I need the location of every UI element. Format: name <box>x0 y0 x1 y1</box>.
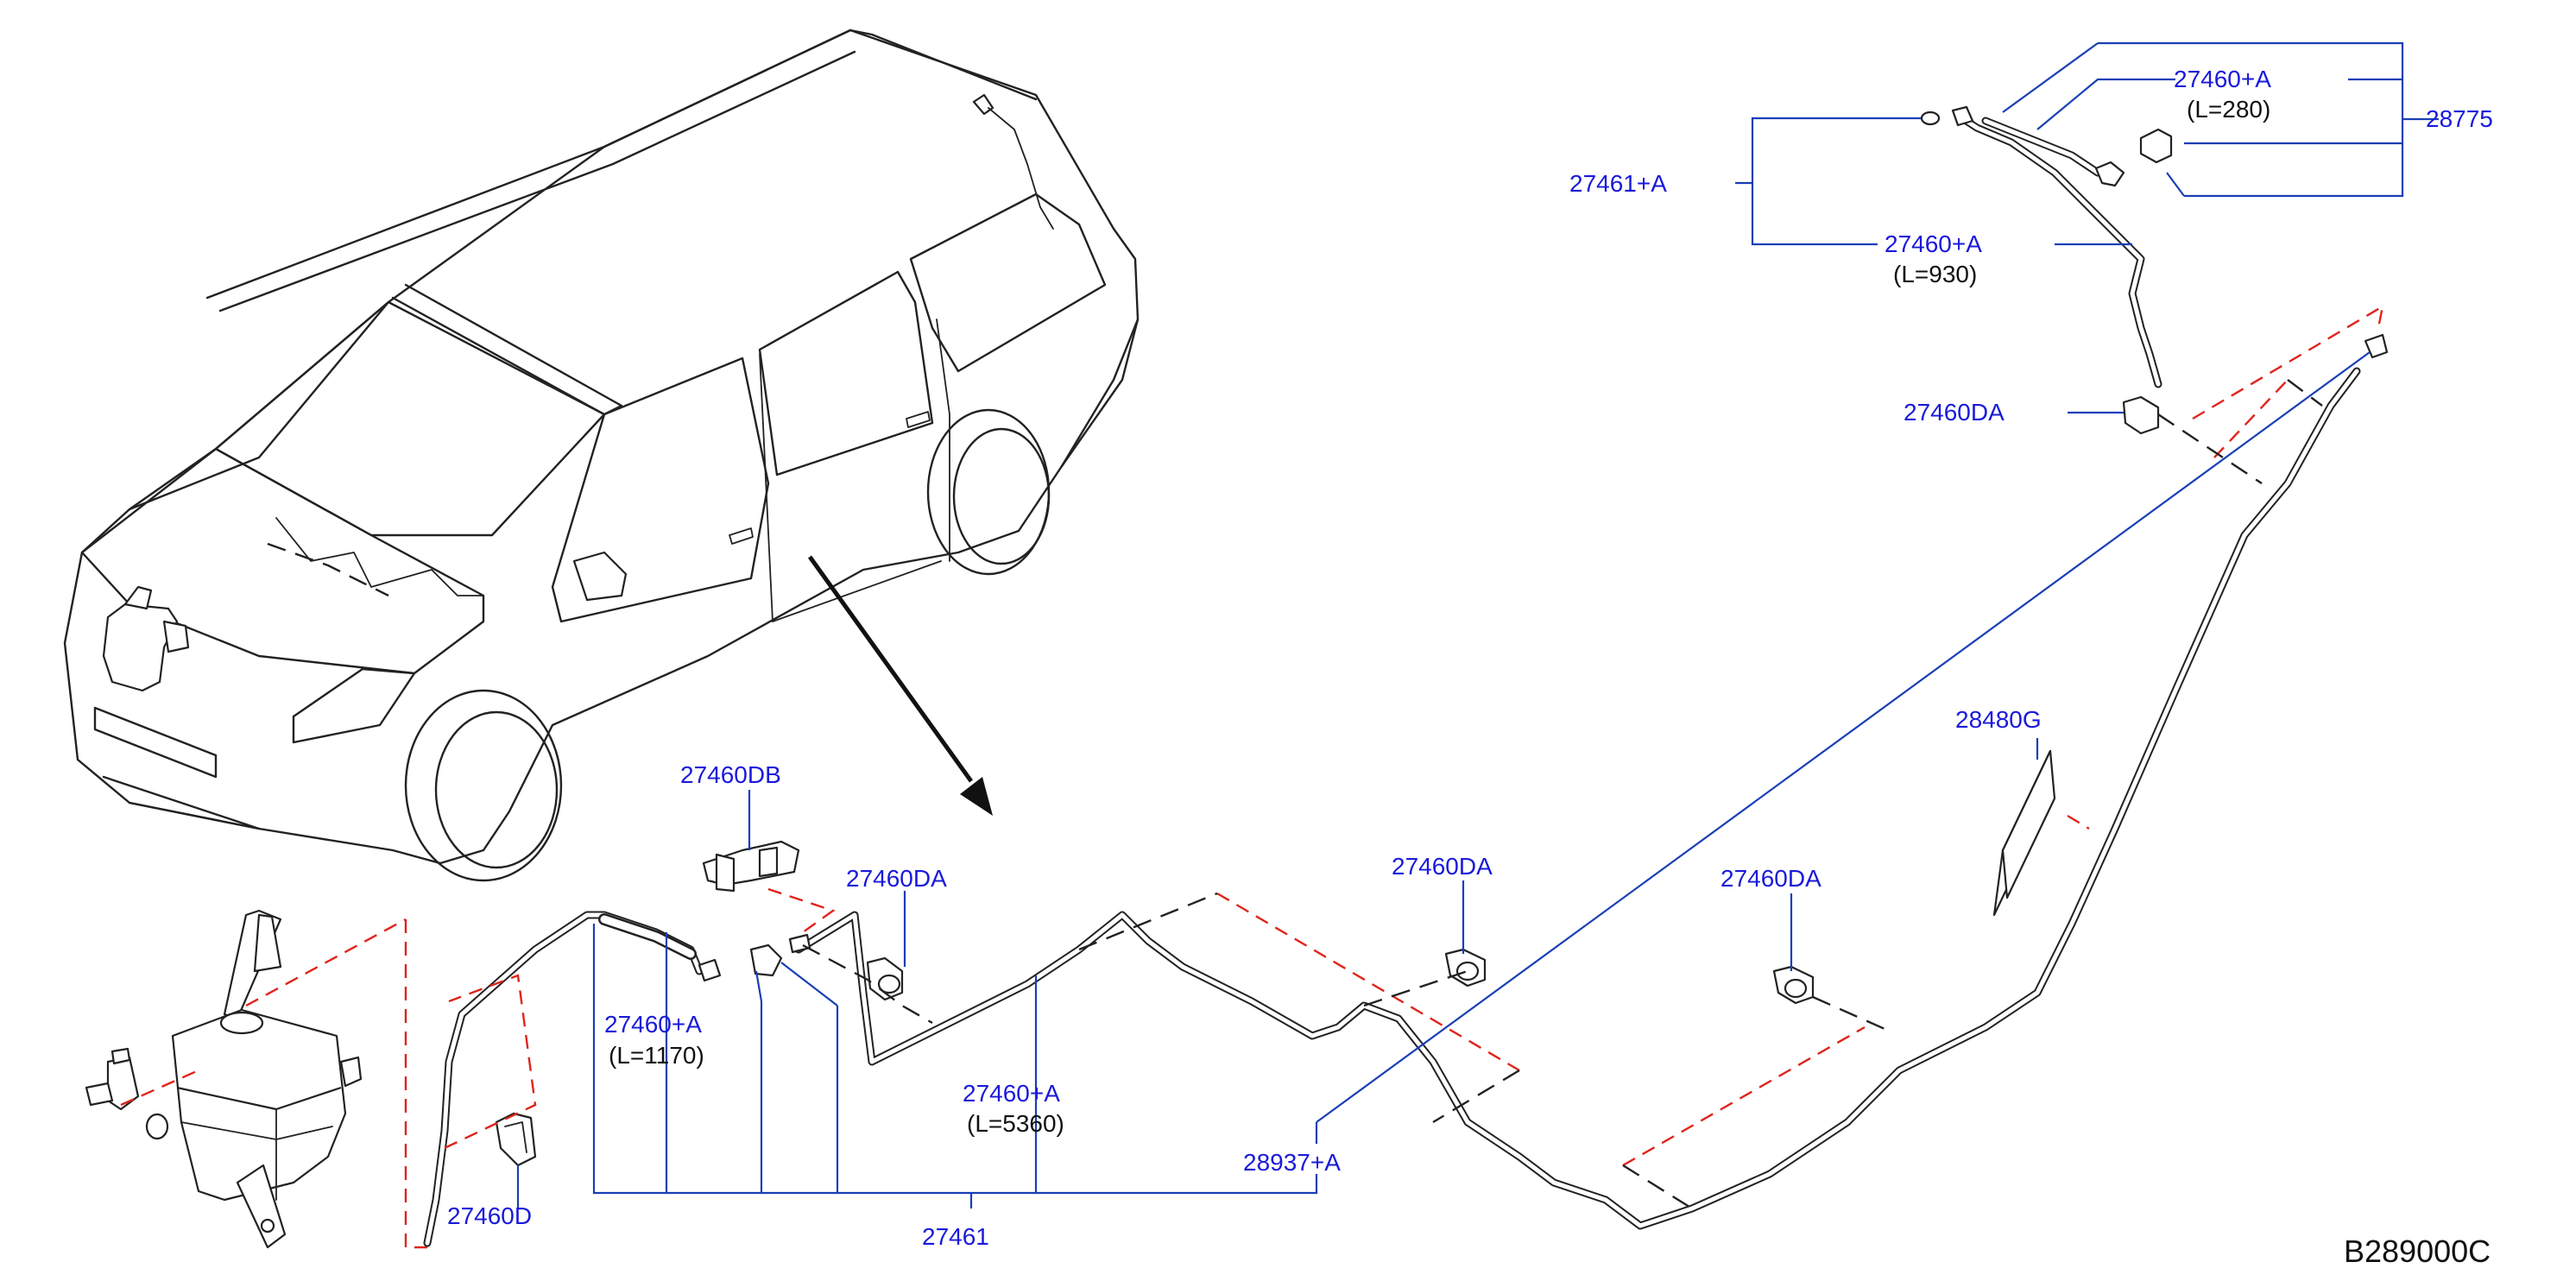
label-27460DA-top: 27460DA <box>1904 399 2005 426</box>
label-27460D: 27460D <box>447 1202 532 1229</box>
label-27460A-930-length: (L=930) <box>1893 261 1977 287</box>
clip-27460D <box>495 1112 537 1167</box>
label-27461A: 27461+A <box>1569 170 1667 197</box>
part-labels: 27460+A (L=280) 28775 27461+A 27460+A (L… <box>447 66 2493 1250</box>
label-27461: 27461 <box>922 1223 989 1250</box>
clip-27460DA-left <box>866 956 904 1001</box>
label-28480G: 28480G <box>1955 706 2042 733</box>
label-27460A-5360: 27460+A <box>963 1080 1060 1107</box>
label-28480G-plate <box>1992 749 2056 917</box>
label-27460A-280-length: (L=280) <box>2187 96 2270 123</box>
washer-tank-in-vehicle <box>102 585 190 692</box>
washer-hose-main <box>423 367 2361 1247</box>
rear-washer-nozzle-assembly <box>1920 105 2389 435</box>
clip-27460DA-right <box>1772 965 1815 1005</box>
label-27460A-1170: 27460+A <box>604 1011 702 1038</box>
diagram-reference: B289000C <box>2344 1234 2491 1269</box>
phantom-lines <box>444 304 2384 1210</box>
clip-27460DB <box>702 840 800 893</box>
label-27460A-280: 27460+A <box>2174 66 2271 92</box>
leader-lines <box>516 41 2439 1208</box>
label-27460A-1170-length: (L=1170) <box>609 1042 704 1069</box>
detail-arrow <box>807 555 993 816</box>
vehicle-illustration <box>63 28 1140 882</box>
washer-tank-assembly <box>85 909 427 1249</box>
label-27460A-930: 27460+A <box>1885 230 1982 257</box>
label-27460DA-mid: 27460DA <box>1392 853 1493 880</box>
clip-27460DA-mid <box>1444 948 1487 988</box>
label-27460A-5360-length: (L=5360) <box>967 1110 1064 1137</box>
label-27460DA-left: 27460DA <box>846 865 947 892</box>
label-28775: 28775 <box>2426 105 2493 132</box>
label-27460DA-right: 27460DA <box>1720 865 1822 892</box>
label-28937A: 28937+A <box>1243 1149 1341 1176</box>
label-27460DB: 27460DB <box>680 761 781 788</box>
